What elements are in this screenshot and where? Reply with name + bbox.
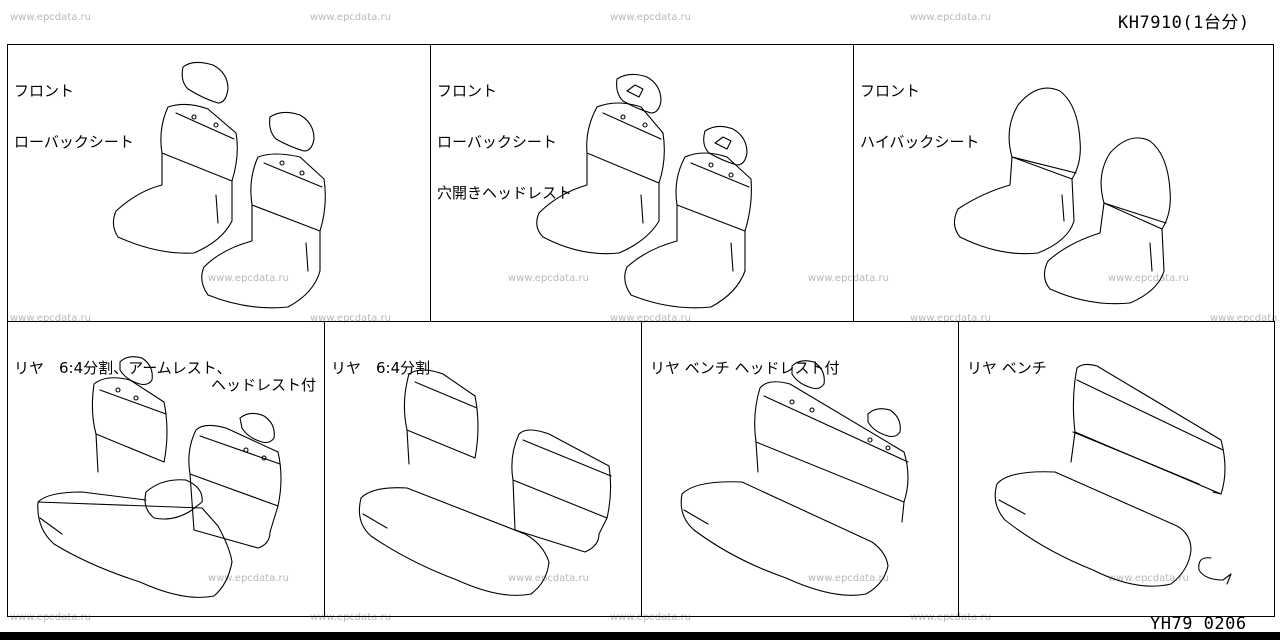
caption-line: リヤ 6:4分割、アームレスト、 [14, 359, 232, 377]
watermark: www.epcdata.ru [910, 12, 991, 23]
watermark: www.epcdata.ru [310, 12, 391, 23]
watermark: www.epcdata.ru [910, 612, 991, 623]
watermark: www.epcdata.ru [310, 313, 391, 324]
watermark: www.epcdata.ru [10, 12, 91, 23]
panel-rear-bench-headrest[interactable]: リヤ ベンチ ヘッドレスト付 [641, 321, 959, 617]
watermark: www.epcdata.ru [208, 573, 289, 584]
diagram-code: YH79 0206 [1150, 614, 1247, 634]
caption-line: フロント [437, 82, 498, 100]
bottom-bar [0, 632, 1280, 640]
caption-line: リヤ 6:4分割 [331, 359, 431, 377]
panel-caption: リヤ ベンチ ヘッドレスト付 [650, 326, 840, 411]
caption-line: 穴開きヘッドレスト [437, 184, 573, 202]
watermark: www.epcdata.ru [508, 273, 589, 284]
watermark: www.epcdata.ru [508, 573, 589, 584]
watermark: www.epcdata.ru [808, 273, 889, 284]
panel-rear-64-armrest-headrest[interactable]: リヤ 6:4分割、アームレスト、 ヘッドレスト付 [7, 321, 325, 617]
part-code: KH7910(1台分) [1118, 13, 1250, 33]
caption-line: ヘッドレスト付 [210, 376, 316, 394]
watermark: www.epcdata.ru [10, 612, 91, 623]
panel-caption: フロント ローバックシート [14, 49, 134, 185]
panel-caption: フロント ハイバックシート [860, 49, 979, 185]
seat-illustration [536, 73, 752, 309]
panel-front-low-back-hole-headrest[interactable]: フロント ローバックシート 穴開きヘッドレスト [430, 44, 854, 322]
caption-line: ハイバックシート [860, 133, 980, 151]
panel-caption: リヤ 6:4分割 [331, 326, 430, 411]
watermark: www.epcdata.ru [610, 313, 691, 324]
watermark: www.epcdata.ru [1108, 273, 1189, 284]
watermark: www.epcdata.ru [808, 573, 889, 584]
caption-line: リヤ ベンチ [967, 359, 1047, 377]
caption-line: フロント [14, 82, 75, 100]
panel-rear-64[interactable]: リヤ 6:4分割 [324, 321, 642, 617]
seat-illustration [994, 363, 1232, 587]
caption-line: ローバックシート [437, 133, 557, 151]
panel-front-high-back[interactable]: フロント ハイバックシート [853, 44, 1274, 322]
seat-illustration [358, 369, 612, 596]
watermark: www.epcdata.ru [1108, 573, 1189, 584]
panel-caption: ヘッドレスト付 [211, 343, 316, 428]
watermark: www.epcdata.ru [610, 612, 691, 623]
watermark: www.epcdata.ru [910, 313, 991, 324]
caption-line: フロント [860, 82, 921, 100]
caption-line: ローバックシート [14, 133, 134, 151]
watermark: www.epcdata.ru [310, 612, 391, 623]
panel-caption: フロント ローバックシート 穴開きヘッドレスト [437, 49, 572, 236]
watermark: www.epcdata.ru [1210, 313, 1280, 324]
watermark: www.epcdata.ru [10, 313, 91, 324]
panel-front-low-back[interactable]: フロント ローバックシート [7, 44, 431, 322]
watermark: www.epcdata.ru [610, 12, 691, 23]
seat-illustration [112, 61, 326, 309]
seat-illustration [37, 356, 282, 598]
panel-caption: リヤ 6:4分割、アームレスト、 [14, 326, 232, 411]
seat-illustration [953, 87, 1171, 305]
caption-line: リヤ ベンチ ヘッドレスト付 [650, 359, 840, 377]
watermark: www.epcdata.ru [208, 273, 289, 284]
seat-illustration [680, 360, 909, 596]
panel-rear-bench[interactable]: リヤ ベンチ [958, 321, 1275, 617]
panel-caption: リヤ ベンチ [967, 326, 1047, 411]
